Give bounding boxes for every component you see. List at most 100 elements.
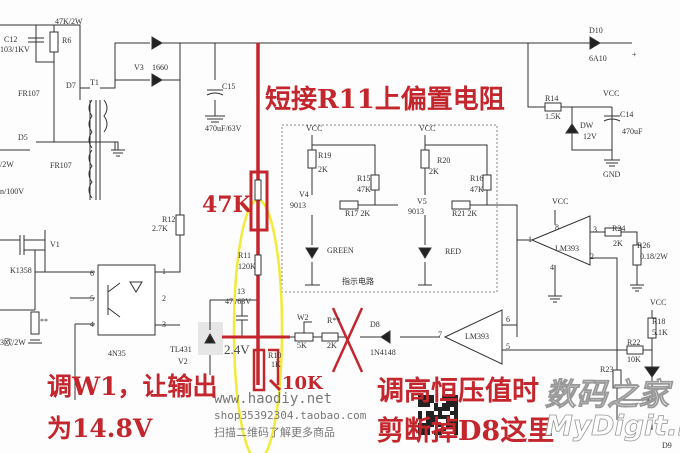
component-label: R20 — [437, 156, 450, 165]
component-label: R18 — [652, 317, 665, 326]
component-label: FR107 — [18, 89, 40, 98]
component-label: 3欧/2W — [0, 337, 26, 347]
component-label: 2K — [429, 167, 439, 176]
component-label: VCC — [306, 124, 322, 133]
component-label: 12V — [583, 132, 597, 141]
qr-module — [418, 431, 422, 435]
component-label: R17 2K — [345, 209, 370, 218]
annotation-adjust-w1-line2: 为14.8V — [47, 414, 153, 443]
qr-module — [418, 395, 422, 399]
qr-module — [454, 427, 458, 431]
component-label: 47K — [357, 185, 371, 194]
component-label: C12 — [4, 35, 17, 44]
component-label: V1 — [50, 240, 60, 249]
annotation-10k: 10K — [282, 373, 324, 394]
cut-d8-x-mark — [331, 307, 364, 373]
component-label: T1 — [90, 78, 99, 87]
component-label: 4 — [550, 263, 554, 272]
component-label: W2 — [297, 313, 309, 322]
component-label: 8 — [555, 223, 559, 232]
component-label: C14 — [620, 110, 633, 119]
qr-module — [426, 423, 430, 427]
component-label: R23 — [600, 365, 613, 374]
component-label: 1N4148 — [370, 348, 396, 357]
qr-module — [446, 399, 450, 403]
component-label: 1.5K — [545, 112, 561, 121]
qr-module — [454, 395, 458, 399]
component-label: C15 — [222, 82, 235, 91]
component-label: R11 — [238, 251, 251, 260]
component-label: LM393 — [465, 332, 489, 341]
component-label: 4 — [90, 320, 94, 329]
component-label: DW — [580, 121, 594, 130]
component-label: R24 — [612, 224, 625, 233]
qr-module — [450, 403, 454, 407]
qr-module — [438, 415, 442, 419]
qr-module — [442, 407, 446, 411]
component-label: 5.1K — [652, 328, 668, 337]
qr-module — [454, 407, 458, 411]
qr-module — [450, 423, 454, 427]
qr-module — [418, 411, 422, 415]
component-label: 1 — [528, 235, 532, 244]
annotation-raise-voltage-line1: 调高恒压值时 — [377, 375, 539, 407]
component-label: R10 — [268, 351, 281, 360]
component-label: /2W — [0, 160, 14, 169]
red-markup — [222, 43, 290, 392]
qr-module — [426, 395, 430, 399]
annotation-47k: 47K — [202, 192, 253, 218]
watermark-site: www.haodiy.net — [214, 391, 332, 407]
qr-module — [442, 395, 446, 399]
component-label: 9013 — [408, 207, 424, 216]
component-label: VCC — [552, 197, 568, 206]
component-label: R16 — [470, 174, 483, 183]
component-label: D9 — [662, 441, 672, 450]
annotation-raise-voltage-line2: 剪断掉D8这里 — [377, 415, 554, 447]
qr-module — [434, 403, 438, 407]
qr-module — [454, 399, 458, 403]
qr-module — [418, 403, 422, 407]
component-label: 47 /63V — [225, 297, 251, 306]
component-label: D10 — [589, 26, 603, 35]
qr-module — [422, 403, 426, 407]
component-label: R21 2K — [452, 209, 477, 218]
qr-module — [446, 423, 450, 427]
component-label: R19 — [318, 151, 331, 160]
qr-module — [430, 419, 434, 423]
qr-module — [454, 411, 458, 415]
qr-module — [442, 403, 446, 407]
component-label: 4N35 — [108, 349, 126, 358]
component-label: 2K — [327, 341, 337, 350]
component-label: VCC — [650, 298, 666, 307]
qr-module — [454, 431, 458, 435]
qr-module — [438, 423, 442, 427]
qr-module — [426, 403, 430, 407]
component-label: n/100V — [0, 187, 24, 196]
qr-module — [454, 419, 458, 423]
qr-module — [430, 411, 434, 415]
qr-module — [430, 423, 434, 427]
component-label: 47K — [470, 185, 484, 194]
qr-module — [450, 419, 454, 423]
component-label: R15 — [357, 174, 370, 183]
qr-module — [422, 395, 426, 399]
qr-module — [418, 427, 422, 431]
component-label: 5K — [297, 341, 307, 350]
annotation-short-r11: 短接R11上偏置电阻 — [265, 84, 505, 115]
qr-module — [454, 423, 458, 427]
qr-module — [446, 403, 450, 407]
qr-module — [422, 423, 426, 427]
qr-module — [426, 431, 430, 435]
component-label: V5 — [417, 197, 427, 206]
component-label: LM393 — [555, 244, 579, 253]
component-label: 2K — [318, 165, 328, 174]
component-label: 47K/2W — [55, 17, 83, 26]
qr-module — [442, 415, 446, 419]
component-label: 3 — [162, 320, 166, 329]
qr-module — [430, 415, 434, 419]
component-label: TL431 — [170, 345, 192, 354]
component-label: K1358 — [10, 266, 32, 275]
qr-module — [434, 431, 438, 435]
component-label: D7 — [66, 81, 76, 90]
